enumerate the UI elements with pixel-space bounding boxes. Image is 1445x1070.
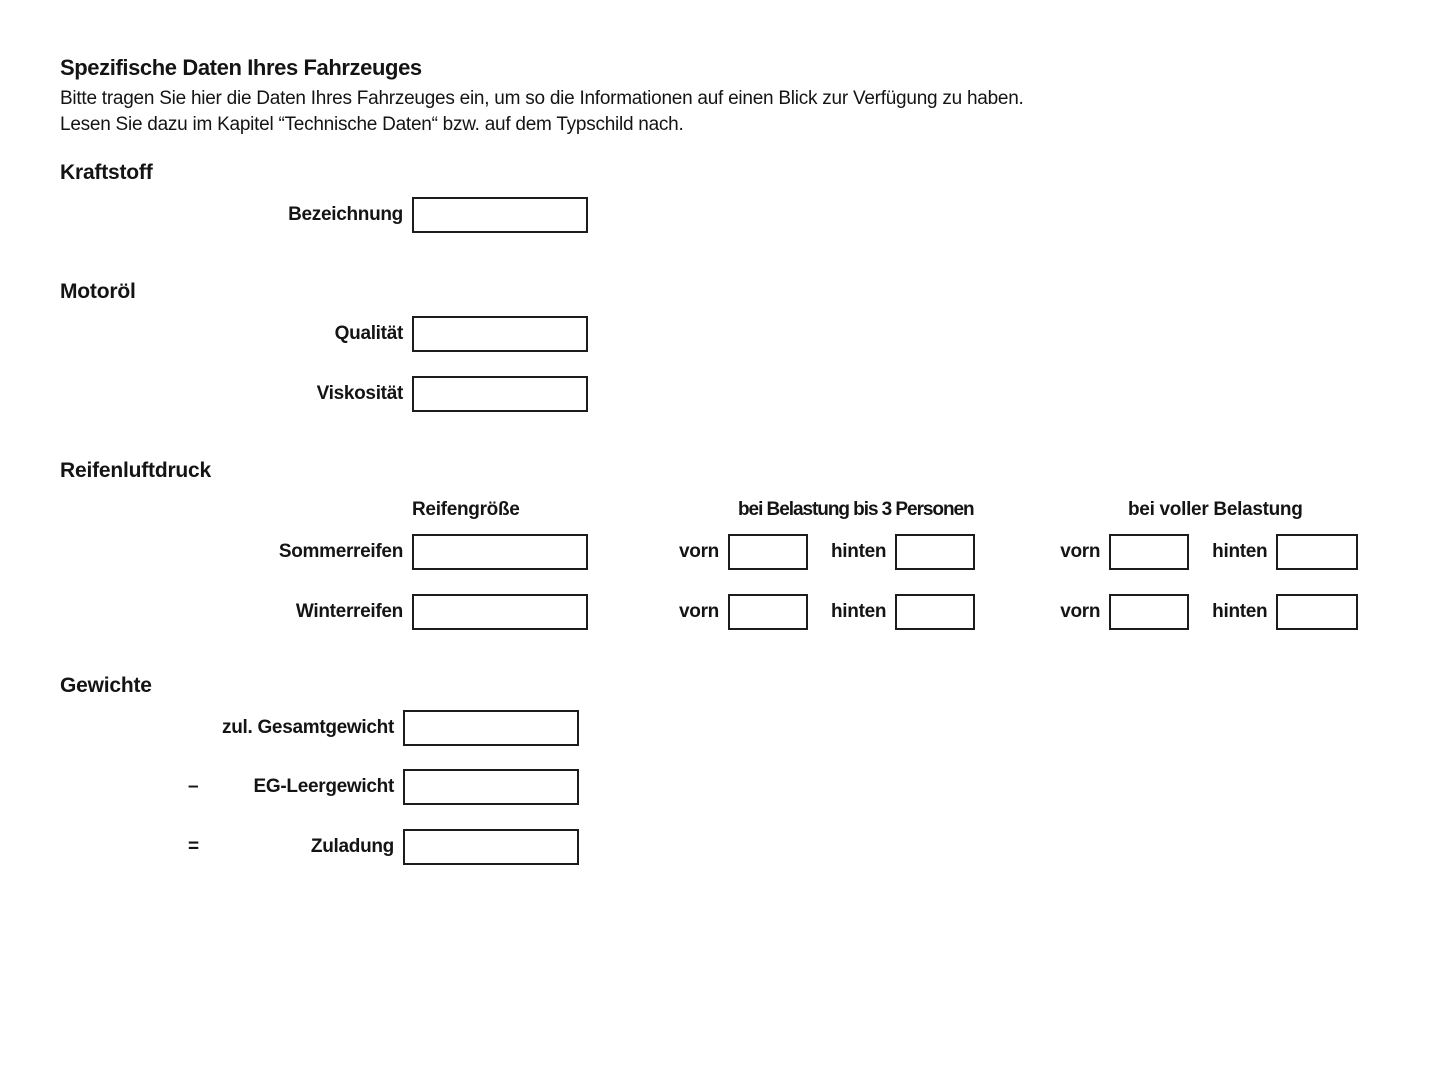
label-qualitaet: Qualität xyxy=(334,323,404,344)
input-eg-leergewicht[interactable] xyxy=(403,769,579,805)
label-winterreifen: Winterreifen xyxy=(295,601,403,622)
input-zul-gesamtgewicht[interactable] xyxy=(403,710,579,746)
label-zul-gesamtgewicht: zul. Gesamtgewicht xyxy=(222,717,394,738)
section-heading-reifenluftdruck: Reifenluftdruck xyxy=(60,459,212,482)
input-sommerreifen-voll-hinten[interactable] xyxy=(1276,534,1359,570)
field-row-bezeichnung: Bezeichnung xyxy=(60,196,588,234)
input-sommerreifen-reifengroesse[interactable] xyxy=(412,534,588,570)
label-winterreifen-3p-vorn: vorn xyxy=(679,601,719,622)
label-bezeichnung: Bezeichnung xyxy=(288,204,403,225)
intro-block: Spezifische Daten Ihres Fahrzeuges Bitte… xyxy=(60,55,1360,137)
intro-line-1: Bitte tragen Sie hier die Daten Ihres Fa… xyxy=(60,88,1024,110)
label-eg-leergewicht: EG-Leergewicht xyxy=(253,776,395,797)
label-winterreifen-voll-vorn: vorn xyxy=(1060,601,1101,622)
intro-line-2: Lesen Sie dazu im Kapitel “Technische Da… xyxy=(60,113,684,135)
input-sommerreifen-voll-vorn[interactable] xyxy=(1109,534,1190,570)
label-sommerreifen-3p-vorn: vorn xyxy=(679,541,719,562)
section-heading-motoroel: Motoröl xyxy=(60,280,136,303)
input-motoroel-viskositaet[interactable] xyxy=(412,376,588,412)
field-row-qualitaet: Qualität xyxy=(60,315,588,353)
input-winterreifen-voll-hinten[interactable] xyxy=(1276,594,1359,630)
table-row-winterreifen: Winterreifen vorn hinten vorn hinten xyxy=(60,593,1359,631)
input-motoroel-qualitaet[interactable] xyxy=(412,316,588,352)
input-winterreifen-3p-vorn[interactable] xyxy=(727,594,808,630)
label-sommerreifen: Sommerreifen xyxy=(278,541,403,562)
field-row-zul-gesamtgewicht: zul. Gesamtgewicht xyxy=(60,709,579,747)
operator-equals: = xyxy=(188,836,200,857)
field-row-eg-leergewicht: – EG-Leergewicht xyxy=(60,768,579,806)
table-row-sommerreifen: Sommerreifen vorn hinten vorn hinten xyxy=(60,533,1359,571)
label-sommerreifen-3p-hinten: hinten xyxy=(830,541,887,562)
label-zuladung: Zuladung xyxy=(310,836,394,857)
page-title: Spezifische Daten Ihres Fahrzeuges xyxy=(60,55,422,80)
section-heading-kraftstoff: Kraftstoff xyxy=(60,161,153,184)
input-winterreifen-3p-hinten[interactable] xyxy=(895,594,976,630)
input-kraftstoff-bezeichnung[interactable] xyxy=(412,197,588,233)
field-row-zuladung: = Zuladung xyxy=(60,828,579,866)
input-winterreifen-voll-vorn[interactable] xyxy=(1109,594,1190,630)
input-sommerreifen-3p-hinten[interactable] xyxy=(895,534,976,570)
column-header-belastung-drei-personen: bei Belastung bis 3 Personen xyxy=(738,499,975,520)
section-heading-gewichte: Gewichte xyxy=(60,674,152,697)
column-header-volle-belastung: bei voller Belastung xyxy=(1128,499,1303,520)
label-viskositaet: Viskosität xyxy=(316,383,404,404)
input-sommerreifen-3p-vorn[interactable] xyxy=(727,534,808,570)
column-header-reifengroesse: Reifengröße xyxy=(412,499,520,520)
label-sommerreifen-voll-hinten: hinten xyxy=(1212,541,1268,562)
label-sommerreifen-voll-vorn: vorn xyxy=(1060,541,1101,562)
field-row-viskositaet: Viskosität xyxy=(60,375,588,413)
input-winterreifen-reifengroesse[interactable] xyxy=(412,594,588,630)
operator-minus: – xyxy=(188,776,199,797)
label-winterreifen-3p-hinten: hinten xyxy=(830,601,887,622)
input-zuladung[interactable] xyxy=(403,829,579,865)
label-winterreifen-voll-hinten: hinten xyxy=(1212,601,1268,622)
